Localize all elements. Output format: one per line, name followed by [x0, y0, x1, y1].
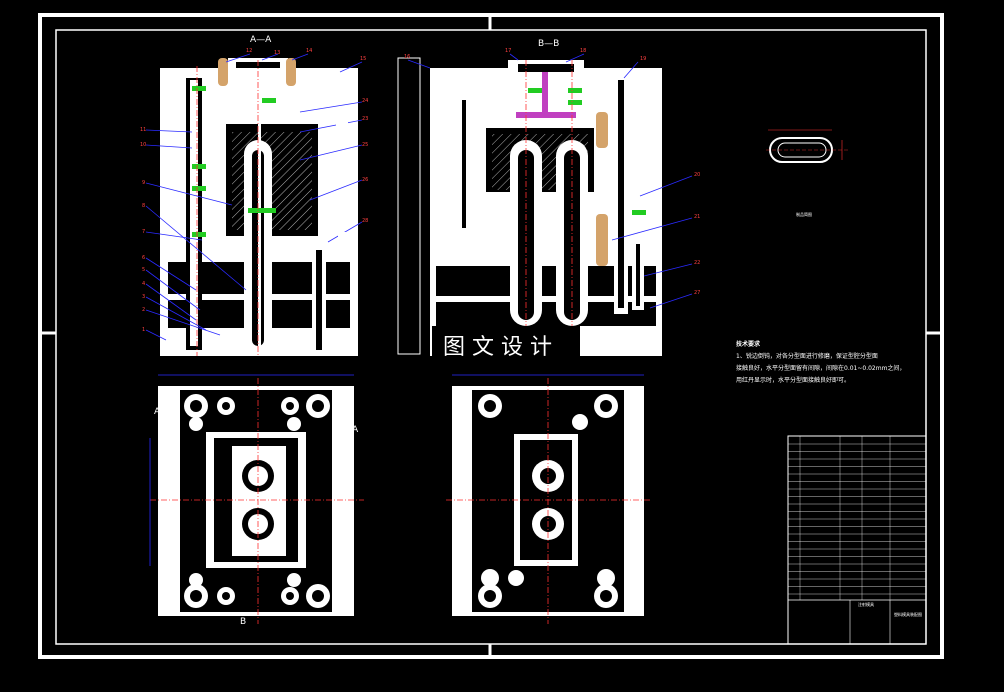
svg-text:3: 3	[142, 294, 145, 300]
detail-label: 制品简图	[796, 211, 812, 217]
svg-text:11: 11	[140, 127, 146, 133]
watermark-box	[432, 326, 580, 366]
title-block: 注射模具 塑料模具装配图	[787, 435, 927, 645]
svg-text:16: 16	[404, 54, 410, 60]
section-aa-label: A—A	[250, 35, 272, 45]
part-numbers-bb: 16 17 18 19 20 21 22 27	[404, 48, 700, 309]
section-bb-label: B—B	[538, 39, 559, 49]
svg-text:13: 13	[274, 50, 280, 56]
svg-text:10: 10	[140, 142, 146, 148]
part-numbers-left: 11 10 9 8 7 6 5 4 3 2 1 12 13 14 15 24 2…	[140, 48, 368, 333]
svg-text:5: 5	[142, 267, 145, 273]
svg-text:14: 14	[306, 48, 312, 54]
svg-text:9: 9	[142, 180, 145, 186]
svg-text:23: 23	[362, 116, 368, 122]
title-block-name: 注射模具	[858, 601, 874, 607]
svg-text:21: 21	[694, 214, 700, 220]
svg-text:12: 12	[246, 48, 252, 54]
watermark-text: 图 文 设 计	[443, 335, 552, 360]
svg-text:15: 15	[360, 56, 366, 62]
tech-requirements: 技术要求 1、锐边倒钝，对各分型面进行修磨，保证型腔分型面 接触良好，水平分型面…	[736, 340, 905, 384]
svg-text:6: 6	[142, 255, 145, 261]
svg-text:接触良好，水平分型面留有间隙，间隙在0.01~0.02mm之: 接触良好，水平分型面留有间隙，间隙在0.01~0.02mm之间，	[736, 364, 905, 372]
svg-text:4: 4	[142, 281, 145, 287]
section-aa-view: A—A	[160, 35, 358, 356]
svg-text:25: 25	[362, 142, 368, 148]
view-mark-a-left: A	[154, 407, 161, 417]
svg-text:7: 7	[142, 229, 145, 235]
section-bb-view: B—B	[397, 39, 662, 356]
svg-text:24: 24	[362, 98, 368, 104]
svg-text:1: 1	[142, 327, 145, 333]
plan-view-moving: A A B	[149, 374, 364, 627]
leaders-left	[145, 53, 363, 341]
title-block-title: 塑料模具装配图	[894, 611, 922, 617]
svg-text:26: 26	[362, 177, 368, 183]
svg-text:17: 17	[505, 48, 511, 54]
view-mark-a-right: A	[352, 425, 359, 435]
svg-text:18: 18	[580, 48, 586, 54]
svg-text:2: 2	[142, 307, 145, 313]
view-mark-b: B	[240, 617, 246, 627]
svg-text:20: 20	[694, 172, 700, 178]
svg-text:8: 8	[142, 203, 145, 209]
plan-view-fixed	[446, 374, 650, 624]
svg-text:用红丹显示时，水平分型面接触良好即可。: 用红丹显示时，水平分型面接触良好即可。	[736, 376, 850, 384]
svg-text:27: 27	[694, 290, 700, 296]
product-sketch: 制品简图	[766, 129, 850, 217]
svg-text:技术要求: 技术要求	[736, 340, 761, 348]
svg-text:1、锐边倒钝，对各分型面进行修磨，保证型腔分型面: 1、锐边倒钝，对各分型面进行修磨，保证型腔分型面	[736, 352, 878, 360]
svg-text:28: 28	[362, 218, 368, 224]
svg-text:19: 19	[640, 56, 646, 62]
svg-text:22: 22	[694, 260, 700, 266]
